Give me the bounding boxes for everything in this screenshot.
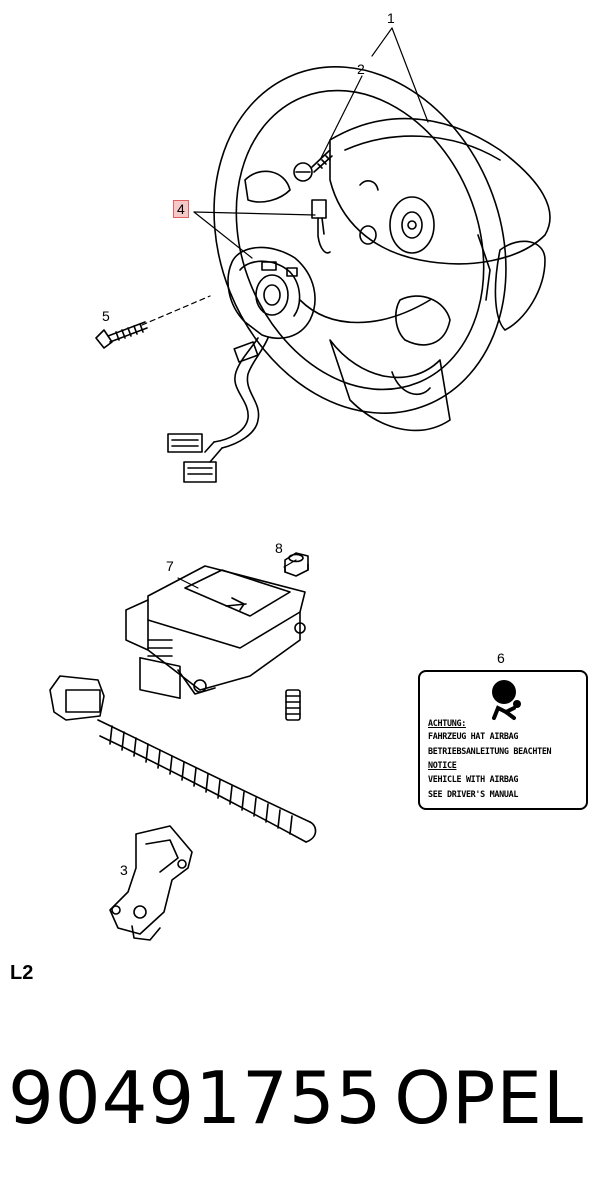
callout-8: 8 [275,540,283,556]
screw-part-2 [293,149,333,182]
callout-1: 1 [387,10,395,26]
callout-5: 5 [102,308,110,324]
label-line-5: VEHICLE WITH AIRBAG [428,774,519,784]
label-line-2: FAHRZEUG HAT AIRBAG [428,731,519,741]
nut-part-8 [284,552,309,577]
part-number: 90491755 [8,1056,383,1140]
label-line-6: SEE DRIVER'S MANUAL [428,789,519,799]
screw-part-5 [95,321,148,349]
airbag-passenger-icon [492,680,521,720]
stud [285,689,301,721]
airbag-warning-label-part-6: ACHTUNG: FAHRZEUG HAT AIRBAG BETRIEBSANL… [418,670,588,810]
clock-spring-part-4 [167,246,316,483]
bracket-part-3 [109,825,193,941]
label-line-1: ACHTUNG: [428,718,466,728]
leader-lines [141,27,429,589]
callout-2: 2 [357,61,365,77]
label-line-3: BETRIEBSANLEITUNG BEACHTEN [428,746,552,756]
callout-3: 3 [120,862,128,878]
exploded-parts-diagram [49,27,551,941]
wiring-harness [49,675,317,843]
callout-4-highlighted[interactable]: 4 [173,200,189,218]
page-id: L2 [10,962,34,984]
callout-6: 6 [497,650,505,666]
airbag-control-unit-part-7 [125,565,306,700]
airbag-connector-small [311,199,331,254]
label-line-4: NOTICE [428,760,457,770]
steering-wheel [213,66,551,432]
brand-name: OPEL [394,1056,584,1140]
callout-7: 7 [166,558,174,574]
